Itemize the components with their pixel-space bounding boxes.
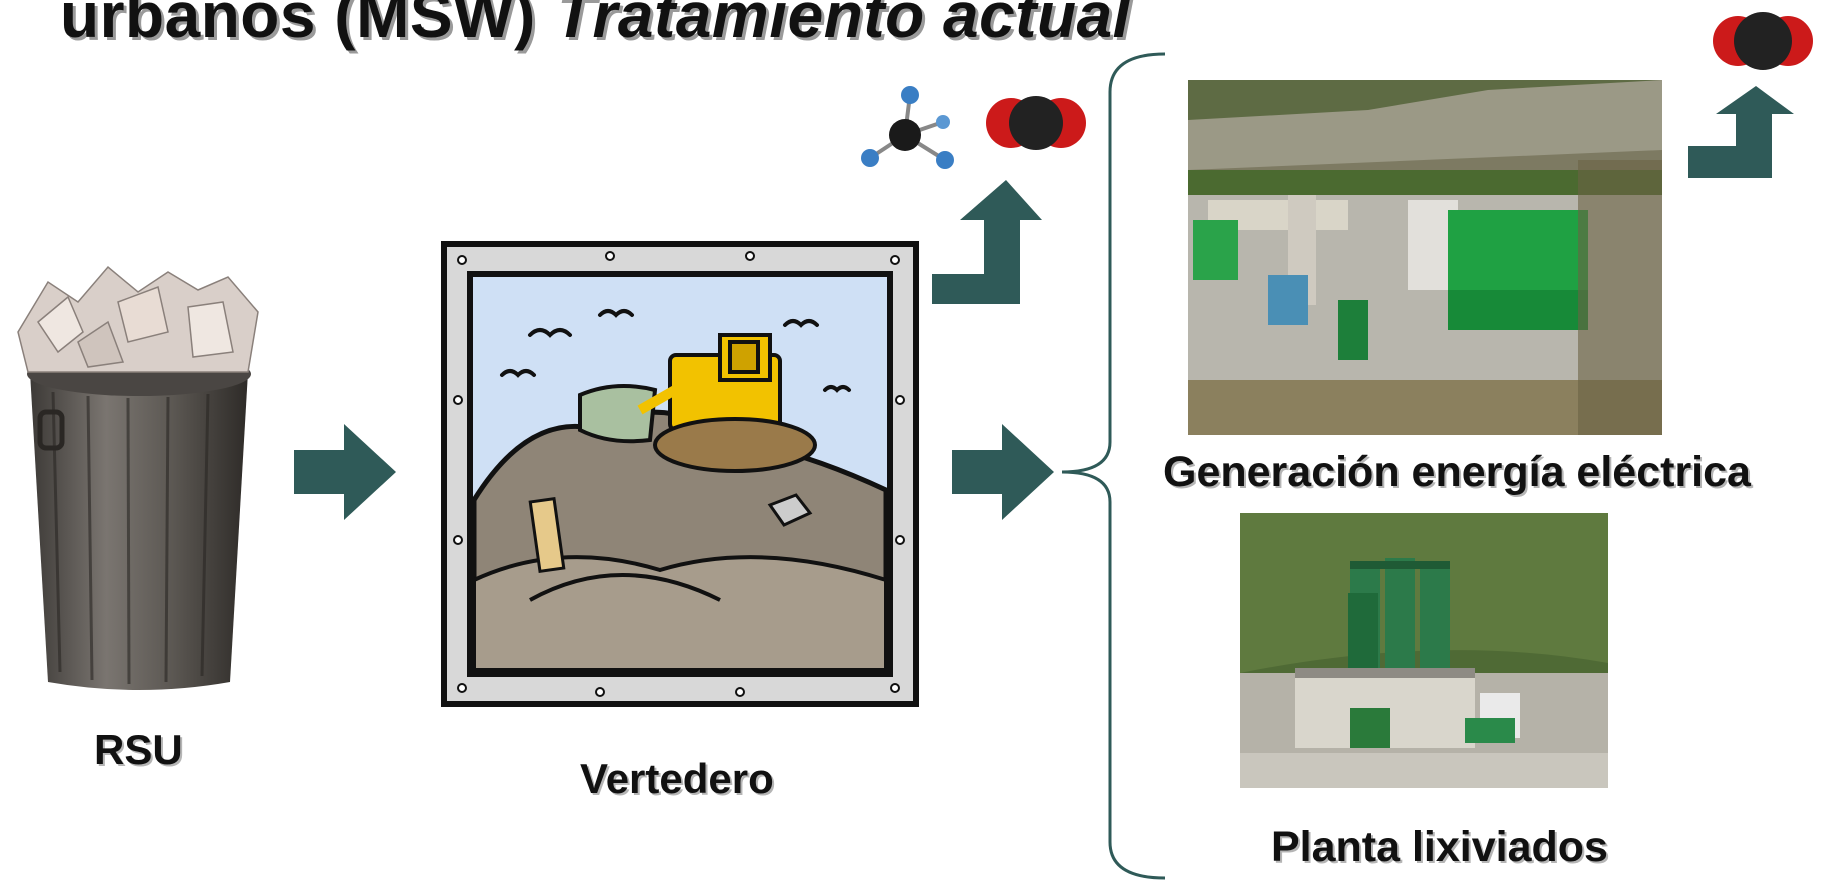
arrow-right-icon (294, 424, 404, 520)
label-generacion: Generación energía eléctrica (1163, 448, 1751, 496)
co2-molecule-icon (1712, 5, 1814, 77)
co2-molecule-icon (985, 90, 1087, 156)
arrow-up-bent-icon (1688, 86, 1794, 180)
arrow-right-icon (952, 424, 1062, 520)
power-plant-photo (1188, 80, 1662, 435)
label-rsu: RSU (94, 726, 183, 773)
title-part2: Tratamiento actual (554, 0, 1131, 51)
brace-bracket (1050, 52, 1170, 882)
page-title: urbanos (MSW) Tratamiento actual (60, 0, 1131, 52)
trash-can-icon (8, 262, 270, 692)
label-planta: Planta lixiviados (1271, 823, 1608, 871)
label-vertedero: Vertedero (580, 755, 774, 802)
methane-molecule-icon (855, 80, 965, 180)
leachate-plant-photo (1240, 513, 1608, 788)
arrow-up-bent-icon (932, 180, 1042, 305)
landfill-bulldozer-icon (440, 240, 920, 708)
title-part1: urbanos (MSW) (60, 0, 555, 51)
